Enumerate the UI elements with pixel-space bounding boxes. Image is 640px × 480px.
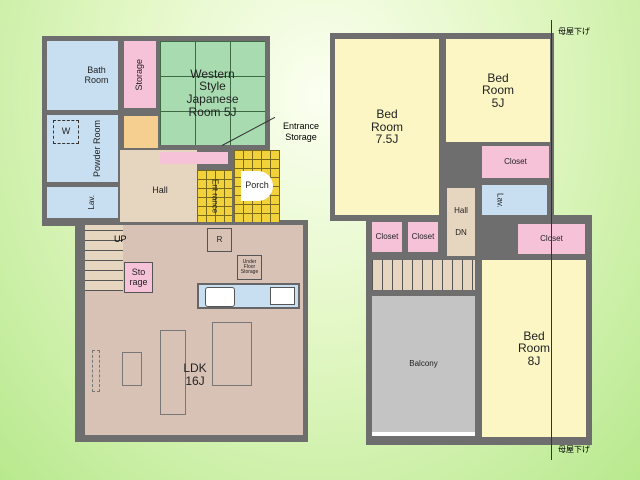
stairs-down-label: DN xyxy=(455,228,467,237)
under-floor-label: Under Floor Storage xyxy=(240,258,259,276)
powder-room-label: Powder Room xyxy=(91,119,102,178)
bedroom-8j: Bed Room 8J xyxy=(482,260,586,437)
washer-label: W xyxy=(61,126,71,137)
entrance-storage xyxy=(160,152,228,164)
powder-room: Powder Room xyxy=(47,115,118,182)
storage-2-label: Sto rage xyxy=(129,267,148,287)
japanese-room: Western Style Japanese Room 5J xyxy=(160,41,265,145)
balcony-label: Balcony xyxy=(409,358,438,368)
sink-icon xyxy=(205,287,235,307)
dining-table xyxy=(212,322,252,386)
closet-2: Closet xyxy=(372,222,402,252)
entrance-area: Ent rance xyxy=(197,170,232,222)
storage-room: Storage xyxy=(124,41,156,108)
entrance-label: Ent rance xyxy=(210,178,220,214)
balcony: Balcony xyxy=(372,296,475,436)
entrance-storage-label: Entrance Storage xyxy=(282,121,320,142)
lav-2f-label: Lav. xyxy=(495,192,505,208)
hall-label: Hall xyxy=(152,185,168,195)
floor-1-plan: Bath Room Storage Western Style Japanese… xyxy=(42,36,319,442)
bedroom-5j: Bed Room 5J xyxy=(446,39,550,142)
storage-label: Storage xyxy=(134,58,145,91)
stairs-up-label: UP xyxy=(114,234,127,244)
closet-small xyxy=(124,116,158,148)
stove-icon xyxy=(270,287,295,305)
tv-stand xyxy=(92,350,100,392)
bedroom-7-5j: Bed Room 7.5J xyxy=(335,39,439,215)
stairs-2f xyxy=(372,260,475,290)
refrigerator-icon: R xyxy=(207,228,232,252)
lavatory-2f: Lav. xyxy=(482,185,547,215)
lav-label: Lav. xyxy=(87,195,97,210)
closet-label: Closet xyxy=(375,231,399,241)
washer-icon: W xyxy=(53,120,79,144)
floor-2-plan: Bed Room 7.5J Bed Room 5J Closet Lav. Ha… xyxy=(320,0,640,480)
roof-note-bottom: 母屋下げ xyxy=(558,445,590,454)
bath-room: Bath Room xyxy=(47,41,118,110)
lavatory-1f: Lav. xyxy=(47,187,118,218)
closet-3: Closet xyxy=(408,222,438,252)
stairs-1f xyxy=(85,225,123,291)
roof-line xyxy=(551,20,552,460)
bedroom-7-5j-label: Bed Room 7.5J xyxy=(370,107,403,147)
bedroom-8j-label: Bed Room 8J xyxy=(517,328,550,368)
refrigerator-label: R xyxy=(216,234,223,244)
porch-area: Porch xyxy=(234,150,280,222)
porch-label: Porch xyxy=(241,171,273,201)
closet-label: Closet xyxy=(411,231,435,241)
closet-label: Closet xyxy=(504,156,527,166)
japanese-room-label: Western Style Japanese Room 5J xyxy=(186,66,239,119)
under-floor-storage: Under Floor Storage xyxy=(237,255,262,280)
roof-note-top: 母屋下げ xyxy=(558,27,590,36)
coffee-table xyxy=(122,352,142,386)
bedroom-5j-label: Bed Room 5J xyxy=(481,70,514,110)
bath-room-label: Bath Room xyxy=(84,65,109,85)
ldk-label: LDK 16J xyxy=(183,361,207,388)
sofa xyxy=(160,330,186,415)
hall-2f-label: Hall xyxy=(454,205,468,215)
closet-1: Closet xyxy=(482,146,549,178)
storage-2: Sto rage xyxy=(124,262,153,293)
